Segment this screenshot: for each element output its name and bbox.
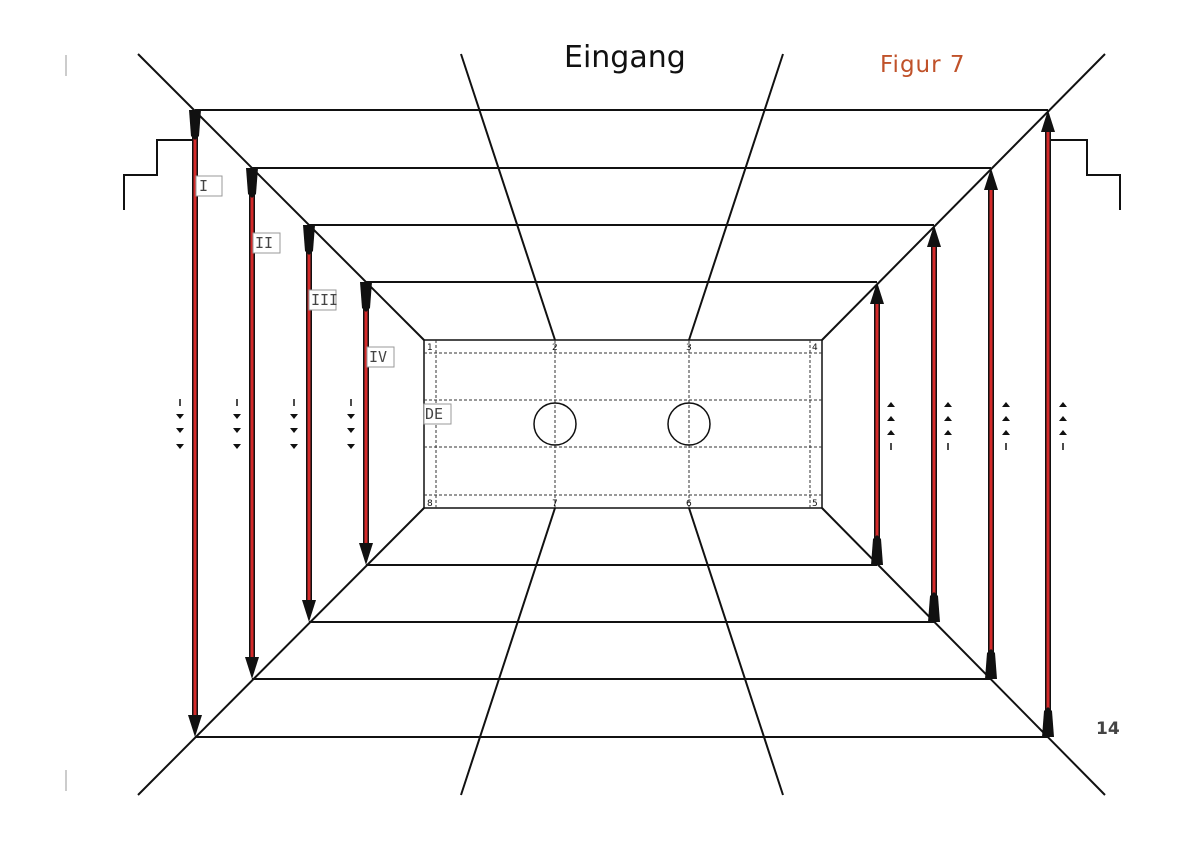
down-arrow-icon [245, 168, 259, 679]
corner-number-5: 5 [812, 499, 818, 509]
corner-number-6: 6 [686, 499, 692, 509]
floor-label: DE [425, 405, 443, 423]
circle-marker-icon [533, 402, 577, 446]
chevron-down-icon [347, 399, 355, 449]
perspective-frames [195, 109, 1048, 738]
corner-numbers: 1 2 3 4 5 6 7 8 [427, 343, 818, 509]
diagram-title: Eingang [564, 40, 686, 75]
up-arrow-icon [1041, 110, 1055, 737]
lane-label-3: III [311, 291, 338, 309]
direction-chevrons [176, 399, 1067, 450]
chevron-up-icon [1059, 402, 1067, 450]
corner-number-3: 3 [686, 343, 692, 353]
up-arrow-icon [927, 225, 941, 622]
down-arrow-icon [188, 110, 202, 737]
down-arrow-icon [359, 282, 373, 565]
down-arrow-icon [302, 225, 316, 622]
chevron-down-icon [233, 399, 241, 449]
chevron-down-icon [176, 399, 184, 449]
perspective-diagonals [137, 53, 1106, 796]
chevron-down-icon [290, 399, 298, 449]
up-arrow-icon [870, 282, 884, 565]
chevron-up-icon [1002, 402, 1010, 450]
radial-lines [460, 53, 784, 796]
lane-label-4: IV [369, 348, 387, 366]
ropes [188, 110, 1055, 737]
lane-labels: I II III IV DE [195, 175, 452, 425]
circle-marker-icon [667, 402, 711, 446]
corner-number-2: 2 [552, 343, 558, 353]
chevron-up-icon [887, 402, 895, 450]
corner-number-7: 7 [552, 499, 558, 509]
figure-label: Figur 7 [880, 52, 966, 78]
corner-number-1: 1 [427, 343, 433, 353]
corner-number-4: 4 [812, 343, 818, 353]
chevron-up-icon [944, 402, 952, 450]
back-wall [423, 339, 823, 509]
lane-label-1: I [199, 177, 208, 195]
lane-label-2: II [255, 234, 273, 252]
wall-steps [123, 139, 1121, 210]
page-number: 14 [1096, 719, 1120, 739]
corner-number-8: 8 [427, 499, 433, 509]
up-arrow-icon [984, 168, 998, 679]
